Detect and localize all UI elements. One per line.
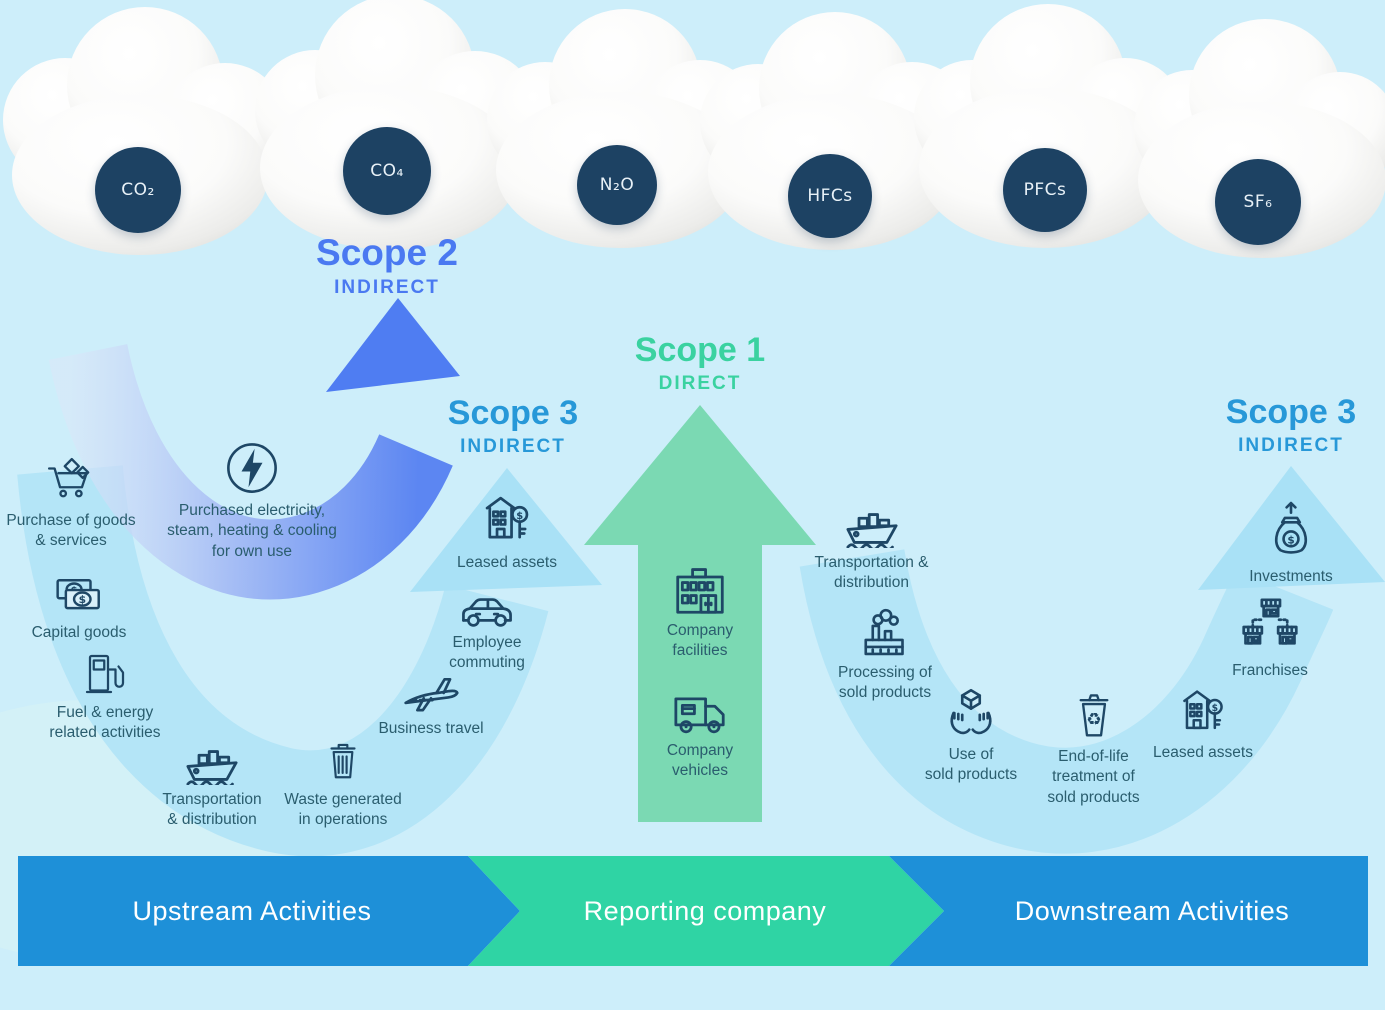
scope3-upstream-arrow — [17, 465, 602, 857]
item-label: Purchased electricity, steam, heating & … — [167, 502, 337, 560]
scope3-left-label: Scope 3 INDIRECT — [393, 394, 633, 458]
reporting-bar-label: Reporting company — [583, 896, 827, 926]
hands-box-icon — [943, 686, 999, 740]
gas-circle-hfcs: HFCs — [788, 154, 872, 238]
item-label: Investments — [1249, 568, 1333, 585]
scope1-subtitle: DIRECT — [658, 372, 742, 394]
item-processing-sold: Processing of sold products — [800, 606, 970, 704]
airplane-icon — [402, 670, 460, 714]
item-label: Franchises — [1232, 662, 1308, 679]
reporting-bar — [468, 856, 944, 966]
scope1-title: Scope 1 — [634, 331, 766, 369]
item-transport-dist-left: Transportation & distribution — [127, 733, 297, 831]
bottom-bar — [18, 856, 1368, 966]
item-leased-assets-left: $ Leased assets — [422, 490, 592, 573]
item-transport-dist-right: Transportation & distribution — [784, 496, 959, 594]
item-use-sold: Use of sold products — [886, 686, 1056, 786]
item-label: Fuel & energy related activities — [49, 704, 161, 742]
item-label: Leased assets — [1153, 744, 1253, 761]
scope2-arrow — [48, 298, 460, 600]
scope2-label: Scope 2 INDIRECT — [267, 232, 507, 299]
item-capital-goods: $$ Capital goods — [0, 572, 164, 643]
gas-circle-sf6: SF₆ — [1215, 159, 1301, 245]
scope3-downstream-arrow — [799, 466, 1385, 854]
item-label: Waste generated in operations — [284, 791, 402, 829]
cargo-ship-icon — [841, 496, 903, 551]
cargo-ship-icon — [181, 733, 243, 788]
upstream-bar-label: Upstream Activities — [132, 896, 372, 926]
item-company-facilities: Company facilities — [615, 564, 785, 662]
scope2-subtitle: INDIRECT — [334, 276, 440, 298]
downstream-bar — [889, 856, 1368, 966]
svg-text:$: $ — [1212, 703, 1218, 714]
fuel-pump-icon — [81, 650, 129, 698]
gas-circle-n2o: N₂O — [577, 145, 657, 225]
gas-label: CO₂ — [121, 180, 155, 200]
item-label: Employee commuting — [449, 634, 525, 672]
item-waste: Waste generated in operations — [258, 735, 428, 831]
item-leased-assets-right: $ Leased assets — [1118, 684, 1288, 763]
item-company-vehicles: Company vehicles — [615, 684, 785, 782]
scope1-label: Scope 1 DIRECT — [580, 331, 820, 395]
clouds — [3, 0, 1385, 258]
gas-label: PFCs — [1023, 180, 1067, 200]
item-label: Transportation & distribution — [814, 554, 929, 592]
gas-label: HFCs — [807, 186, 853, 206]
item-label: Business travel — [378, 720, 484, 737]
gas-label: SF₆ — [1243, 192, 1273, 212]
item-label: Transportation & distribution — [162, 791, 262, 829]
building-key-icon: $ — [478, 490, 536, 548]
gas-circle-co2: CO₂ — [95, 147, 181, 233]
trash-can-icon — [320, 735, 366, 785]
shopping-cart-icon — [44, 456, 98, 506]
scope2-title: Scope 2 — [316, 232, 458, 273]
item-end-of-life: ♻ End-of-life treatment of sold products — [1006, 688, 1181, 808]
gas-circle-pfcs: PFCs — [1003, 148, 1087, 232]
car-icon — [458, 582, 516, 628]
item-label: Processing of sold products — [838, 664, 932, 702]
item-employee-commuting: Employee commuting — [402, 582, 572, 674]
money-bag-icon: $ — [1263, 500, 1319, 562]
office-building-icon — [670, 564, 730, 616]
gas-label: CO₄ — [370, 161, 404, 181]
item-label: Capital goods — [31, 624, 127, 641]
svg-text:$: $ — [79, 593, 86, 606]
scope3-right-label: Scope 3 INDIRECT — [1171, 393, 1385, 457]
item-label: Purchase of goods & services — [6, 512, 136, 550]
lightning-bolt-icon — [224, 440, 280, 496]
factory-icon — [857, 606, 913, 658]
svg-text:$: $ — [516, 511, 523, 522]
upstream-bar — [18, 856, 520, 966]
item-fuel-energy: Fuel & energy related activities — [20, 650, 190, 744]
item-investments: $ Investments — [1206, 500, 1376, 587]
scope3-left-title: Scope 3 — [447, 394, 579, 432]
recycle-bin-icon: ♻ — [1069, 688, 1119, 742]
gas-circle-co4: CO₄ — [343, 127, 431, 215]
scope3-right-title: Scope 3 — [1225, 393, 1357, 431]
scope3-right-subtitle: INDIRECT — [1238, 434, 1344, 456]
downstream-bar-label: Downstream Activities — [1014, 896, 1290, 926]
item-purchased-electricity: Purchased electricity, steam, heating & … — [122, 440, 382, 562]
svg-text:♻: ♻ — [1086, 710, 1101, 730]
item-franchises: Franchises — [1185, 598, 1355, 681]
scope3-left-subtitle: INDIRECT — [460, 435, 566, 457]
item-label: End-of-life treatment of sold products — [1047, 748, 1140, 806]
svg-text:$: $ — [1287, 534, 1294, 546]
item-label: Company facilities — [666, 622, 734, 660]
item-purchase-goods: Purchase of goods & services — [0, 456, 156, 552]
item-label: Use of sold products — [924, 746, 1018, 784]
item-label: Company vehicles — [666, 742, 734, 780]
banknotes-icon: $$ — [51, 572, 107, 618]
item-label: Leased assets — [457, 554, 557, 571]
delivery-truck-icon — [669, 684, 731, 736]
gas-label: N₂O — [599, 175, 635, 195]
storefronts-icon — [1241, 598, 1299, 656]
building-key-icon: $ — [1176, 684, 1230, 738]
item-business-travel: Business travel — [346, 670, 516, 739]
